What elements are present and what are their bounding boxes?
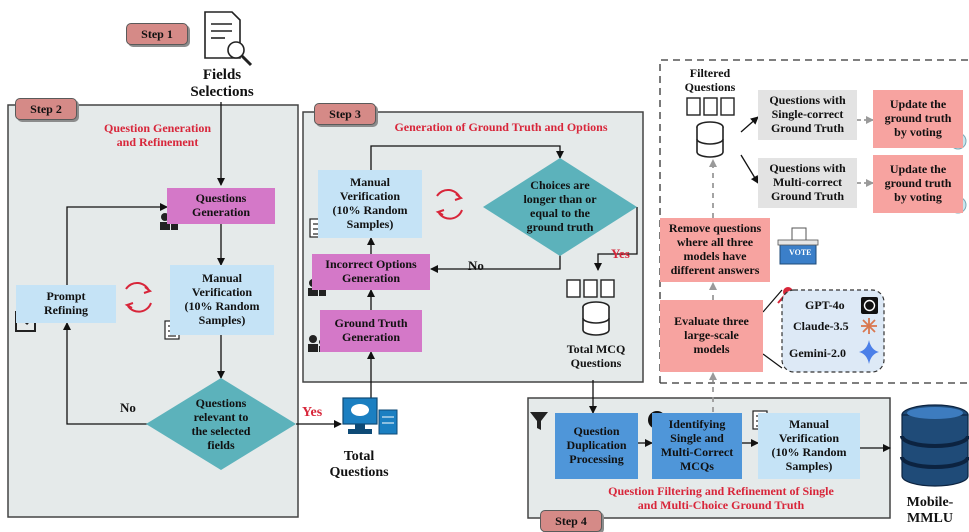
manual-verification-box-step3: Manual Verification (10% Random Samples) (318, 170, 422, 238)
ground-truth-box: Ground Truth Generation (320, 310, 422, 352)
claude-icon (861, 318, 877, 334)
prompt-refining-box: Prompt Refining (16, 285, 116, 323)
database-icon (582, 301, 610, 336)
computer-cloud-icon (342, 397, 398, 435)
step2-tag: Step 2 (15, 98, 77, 120)
total-mcq-label: Total MCQ Questions (566, 342, 626, 370)
step4-tag: Step 4 (540, 510, 602, 532)
model-gemini: Gemini-2.0 (789, 346, 846, 360)
database-icon (696, 121, 724, 158)
single-correct-box: Questions with Single-correct Ground Tru… (758, 90, 857, 140)
model-gpt4o: GPT-4o (805, 298, 845, 312)
vote-label: VOTE (789, 248, 812, 257)
update-ground-truth-box-1: Update the ground truth by voting (873, 90, 963, 148)
models-box (781, 289, 885, 373)
fields-selections-label: Fields Selections (190, 66, 254, 100)
yes-label-step2: Yes (302, 405, 323, 420)
evaluate-models-box: Evaluate three large-scale models (660, 300, 763, 372)
openai-icon (861, 297, 878, 314)
decision-diamond-step2 (146, 378, 296, 470)
total-questions-label: Total Questions (329, 448, 389, 480)
decision-text-step3: Choices are longer than or equal to the … (523, 178, 597, 234)
remove-questions-box: Remove questions where all three models … (660, 218, 770, 282)
decision-diamond-step3 (483, 158, 637, 256)
filter-icon (530, 412, 548, 430)
manual-verification-box-step2: Manual Verification (10% Random Samples) (170, 265, 274, 335)
right-dashed-region (659, 59, 968, 384)
vote-box-icon (777, 227, 819, 265)
duplication-processing-box: Question Duplication Processing (555, 413, 638, 479)
update-ground-truth-box-2: Update the ground truth by voting (873, 155, 963, 213)
incorrect-options-box: Incorrect Options Generation (312, 254, 430, 290)
filtered-questions-label: Filtered Questions (684, 66, 736, 94)
gemini-icon (859, 340, 879, 364)
step3-tag: Step 3 (314, 103, 376, 125)
model-claude: Claude-3.5 (793, 319, 849, 333)
multi-correct-box: Questions with Multi-correct Ground Trut… (758, 158, 857, 208)
questions-generation-box: Questions Generation (167, 188, 275, 224)
document-icon (566, 279, 615, 298)
step2-title: Question Generation and Refinement (104, 121, 211, 149)
refresh-cycle-icon (124, 282, 153, 313)
database-icon (900, 404, 969, 487)
step1-tag: Step 1 (126, 23, 188, 45)
refresh-cycle-icon (435, 189, 464, 220)
no-label-step3: No (468, 258, 484, 273)
decision-text-step2: Questions relevant to the selected field… (191, 396, 251, 452)
yes-label-step3: Yes (611, 246, 630, 261)
no-label-step2: No (120, 400, 136, 415)
document-icon (686, 97, 735, 116)
document-search-icon (204, 11, 253, 67)
step3-title: Generation of Ground Truth and Options (394, 120, 608, 135)
manual-verification-box-step4: Manual Verification (10% Random Samples) (758, 413, 860, 479)
step4-title: Question Filtering and Refinement of Sin… (608, 484, 834, 512)
mobile-mmlu-label: Mobile- MMLU (906, 494, 954, 526)
identifying-mcqs-box: Identifying Single and Multi-Correct MCQ… (652, 413, 742, 479)
